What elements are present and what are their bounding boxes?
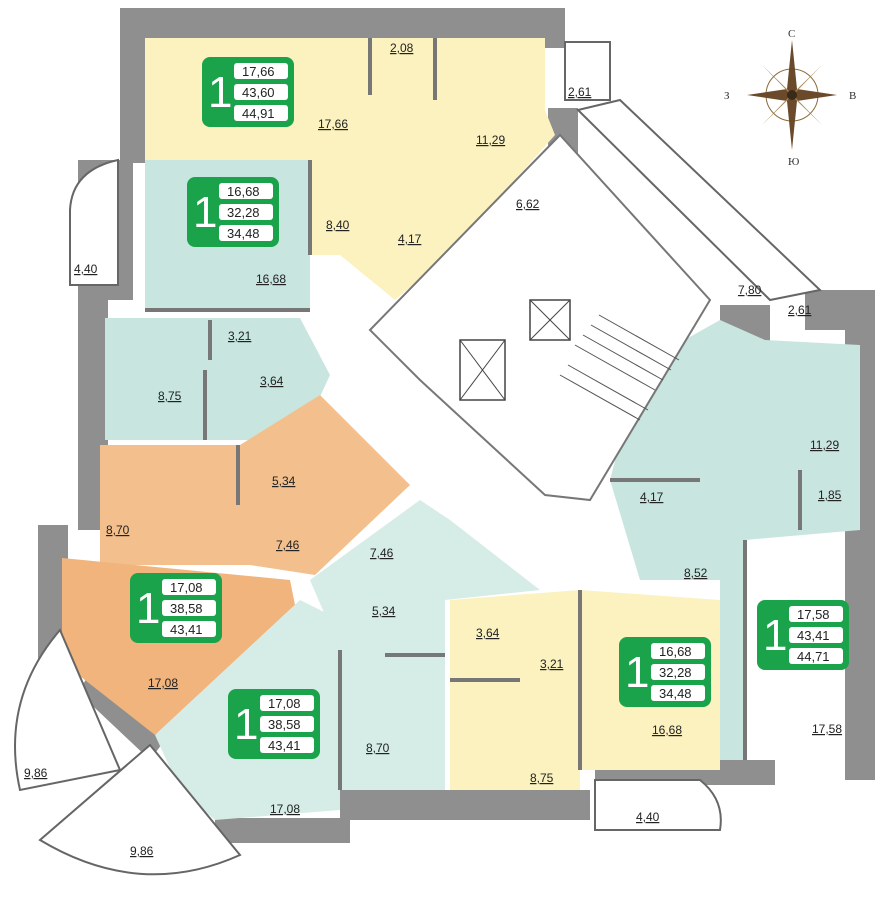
room-label: 17,58 bbox=[812, 722, 842, 736]
stair-core bbox=[368, 133, 712, 502]
badge-rooms: 1 bbox=[763, 611, 787, 660]
apartment-badge: 1 16,68 32,28 34,48 bbox=[619, 637, 711, 707]
room-label: 3,64 bbox=[260, 374, 284, 388]
badge-living: 17,58 bbox=[797, 607, 830, 622]
apartment-badge: 1 17,58 43,41 44,71 bbox=[757, 600, 849, 670]
room-label: 5,34 bbox=[372, 604, 396, 618]
room-label: 3,21 bbox=[540, 657, 564, 671]
room-label: 7,80 bbox=[738, 283, 762, 297]
room-label: 8,52 bbox=[684, 566, 708, 580]
apartment-3-main bbox=[62, 558, 295, 735]
interior-walls bbox=[145, 38, 802, 790]
balconies bbox=[14, 41, 823, 876]
room-label: 16,68 bbox=[652, 723, 682, 737]
apartment-badge: 1 16,68 32,28 34,48 bbox=[187, 177, 279, 247]
compass-south: Ю bbox=[788, 156, 799, 168]
compass-west: З bbox=[724, 90, 730, 102]
badge-total-balcony: 44,91 bbox=[242, 106, 275, 121]
apartment-5-area bbox=[310, 500, 540, 790]
badge-total: 38,58 bbox=[170, 601, 203, 616]
room-label: 3,64 bbox=[476, 626, 500, 640]
room-label: 17,08 bbox=[270, 802, 300, 816]
room-label: 1,85 bbox=[818, 488, 842, 502]
badge-total-balcony: 43,41 bbox=[268, 738, 301, 753]
badge-rooms: 1 bbox=[208, 68, 232, 117]
badge-rooms: 1 bbox=[625, 648, 649, 697]
compass: С Ю З В bbox=[724, 28, 856, 168]
apartment-3-area bbox=[100, 395, 410, 575]
room-label: 9,86 bbox=[130, 844, 154, 858]
room-label: 4,17 bbox=[640, 490, 664, 504]
room-label: 11,29 bbox=[810, 438, 839, 452]
apartment-fills bbox=[62, 38, 860, 820]
badge-living: 17,08 bbox=[170, 580, 203, 595]
room-label: 2,61 bbox=[568, 85, 592, 99]
room-label: 2,61 bbox=[788, 303, 812, 317]
badge-total: 43,41 bbox=[797, 628, 830, 643]
room-label: 7,46 bbox=[370, 546, 394, 560]
room-label: 3,21 bbox=[228, 329, 252, 343]
badge-rooms: 1 bbox=[136, 584, 160, 633]
room-label: 8,70 bbox=[106, 523, 130, 537]
badge-total: 43,60 bbox=[242, 85, 275, 100]
room-label: 9,86 bbox=[24, 766, 48, 780]
badge-total: 32,28 bbox=[227, 205, 260, 220]
apartment-badge: 1 17,08 38,58 43,41 bbox=[228, 689, 320, 759]
room-label: 8,70 bbox=[366, 741, 390, 755]
room-label: 2,08 bbox=[390, 41, 414, 55]
badge-living: 16,68 bbox=[227, 184, 260, 199]
apartment-badges: 1 17,66 43,60 44,91 1 16,68 32,28 34,48 … bbox=[130, 57, 849, 759]
room-label: 17,66 bbox=[318, 117, 348, 131]
room-label: 6,62 bbox=[516, 197, 540, 211]
apartment-badge: 1 17,66 43,60 44,91 bbox=[202, 57, 294, 127]
badge-total-balcony: 44,71 bbox=[797, 649, 830, 664]
badge-living: 17,66 bbox=[242, 64, 275, 79]
badge-total-balcony: 34,48 bbox=[659, 686, 692, 701]
badge-rooms: 1 bbox=[193, 188, 217, 237]
room-label: 8,75 bbox=[530, 771, 554, 785]
badge-living: 17,08 bbox=[268, 696, 301, 711]
room-label: 4,17 bbox=[398, 232, 422, 246]
badge-total-balcony: 43,41 bbox=[170, 622, 203, 637]
room-label: 16,68 bbox=[256, 272, 286, 286]
badge-total-balcony: 34,48 bbox=[227, 226, 260, 241]
badge-total: 32,28 bbox=[659, 665, 692, 680]
room-label: 4,40 bbox=[74, 262, 98, 276]
apartment-badge: 1 17,08 38,58 43,41 bbox=[130, 573, 222, 643]
room-label: 4,40 bbox=[636, 810, 660, 824]
compass-north: С bbox=[788, 28, 795, 40]
apartment-7-area bbox=[610, 320, 860, 760]
apartment-2-rooms bbox=[105, 318, 330, 440]
badge-rooms: 1 bbox=[234, 700, 258, 749]
room-label: 11,29 bbox=[476, 133, 505, 147]
room-labels: 17,66 2,08 11,29 2,61 8,40 4,17 6,62 4,4… bbox=[24, 41, 842, 858]
room-label: 5,34 bbox=[272, 474, 296, 488]
compass-east: В bbox=[849, 90, 856, 102]
badge-living: 16,68 bbox=[659, 644, 692, 659]
room-label: 17,08 bbox=[148, 676, 178, 690]
room-label: 7,46 bbox=[276, 538, 300, 552]
room-label: 8,75 bbox=[158, 389, 182, 403]
badge-total: 38,58 bbox=[268, 717, 301, 732]
room-label: 8,40 bbox=[326, 218, 350, 232]
